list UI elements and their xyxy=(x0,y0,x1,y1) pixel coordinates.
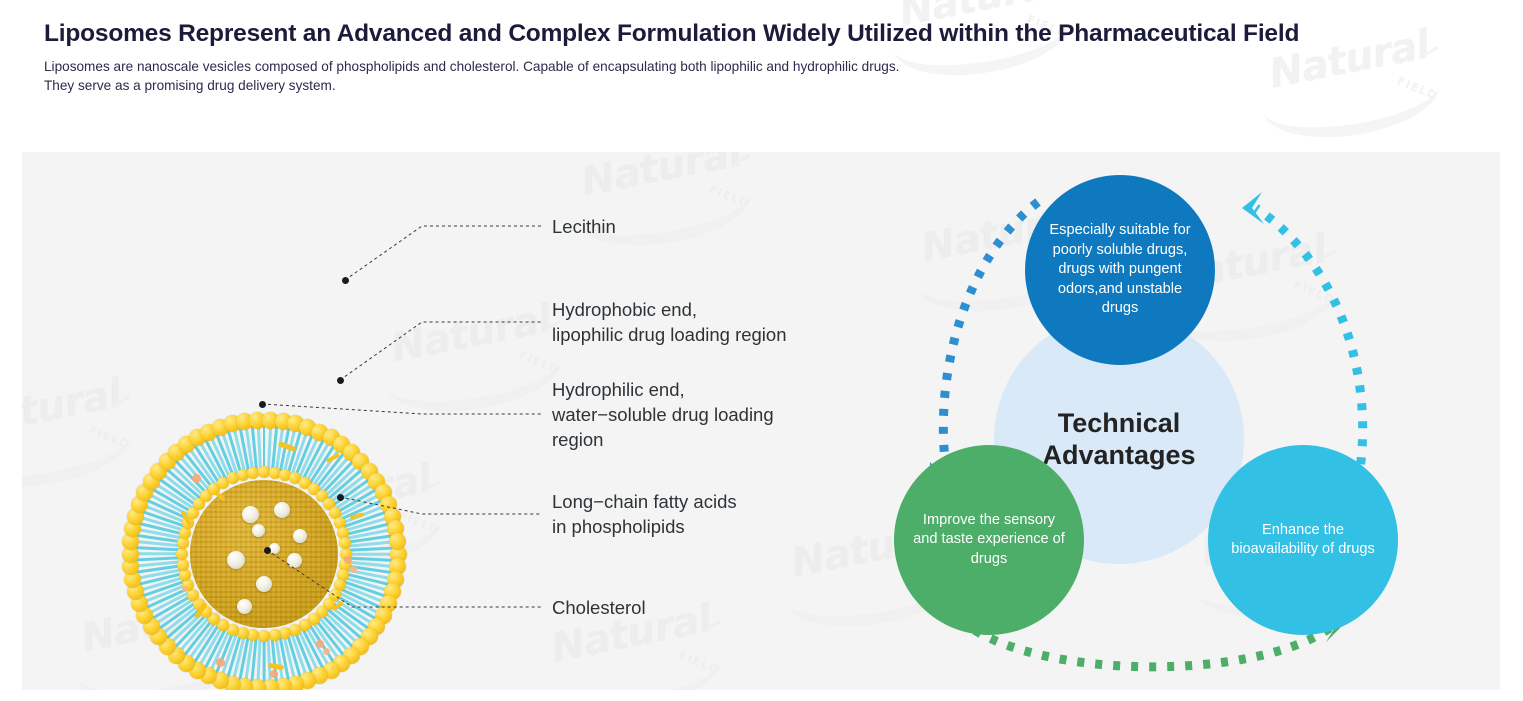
venn-center-label: Technical Advantages xyxy=(1042,408,1196,470)
phospholipid-head xyxy=(249,411,267,429)
phospholipid-head xyxy=(247,629,260,642)
phospholipid-head xyxy=(388,532,406,550)
drug-molecule xyxy=(251,523,265,537)
anchor-hydrophilic xyxy=(258,400,266,408)
phospholipid-head xyxy=(279,468,292,481)
leader-line-cholesterol xyxy=(266,549,542,608)
leader-line-hydrophobic xyxy=(339,321,542,381)
anchor-cholesterol xyxy=(263,546,271,554)
label-hydrophilic-end: Hydrophilic end, water−soluble drug load… xyxy=(552,379,774,450)
phospholipid-head xyxy=(217,619,229,631)
page-subtitle-line-1: Liposomes are nanoscale vesicles compose… xyxy=(44,59,900,74)
phospholipid-head xyxy=(186,507,199,519)
membrane-inclusion xyxy=(316,640,324,648)
drug-molecule xyxy=(256,576,272,592)
phospholipid-head xyxy=(226,623,239,636)
label-cholesterol: Cholesterol xyxy=(552,597,646,618)
phospholipid-head xyxy=(176,537,189,550)
drug-molecule xyxy=(241,505,259,523)
liposome-aqueous-core xyxy=(190,480,338,628)
membrane-inclusion xyxy=(350,566,357,573)
phospholipid-head xyxy=(121,545,139,563)
phospholipid-head xyxy=(329,507,341,519)
phospholipid-head xyxy=(208,613,221,626)
phospholipid-head xyxy=(122,532,140,550)
drug-molecule xyxy=(236,598,252,614)
leader-line-lecithin xyxy=(344,225,542,281)
phospholipid-head xyxy=(279,627,292,640)
arrow-right-to-top xyxy=(1253,204,1368,483)
outer-phospholipid-heads xyxy=(118,408,410,690)
drug-molecule xyxy=(293,529,307,543)
membrane-inclusion xyxy=(323,648,330,655)
phospholipid-head xyxy=(333,516,346,529)
header-block: Liposomes Represent an Advanced and Comp… xyxy=(44,20,1494,95)
phospholipid-head xyxy=(337,526,350,539)
anchor-hydrophobic xyxy=(336,376,344,384)
leader-lines xyxy=(261,225,542,608)
technical-advantages-diagram: Technical Advantages Especially suitable… xyxy=(842,152,1482,690)
phospholipid-tail xyxy=(262,424,266,474)
leader-line-hydrophilic xyxy=(261,403,542,415)
phospholipid-head xyxy=(258,630,270,642)
phospholipid-head xyxy=(247,466,260,479)
page-subtitle-line-2: They serve as a promising drug delivery … xyxy=(44,78,336,93)
phospholipid-head xyxy=(176,548,188,560)
leader-line-fattyacids xyxy=(339,496,542,515)
anchor-lecithin xyxy=(341,276,349,284)
phospholipid-head xyxy=(268,629,281,642)
venn-circle-left: Improve the sensory and taste experience… xyxy=(894,445,1084,635)
membrane-inclusion xyxy=(216,658,225,667)
phospholipid-head xyxy=(178,526,191,539)
drug-molecule xyxy=(286,552,302,568)
phospholipid-head xyxy=(337,569,350,582)
membrane-inclusion xyxy=(192,474,201,483)
phospholipid-head xyxy=(249,679,267,690)
membrane-inclusion xyxy=(344,556,352,564)
phospholipid-head xyxy=(178,569,191,582)
phospholipid-head xyxy=(333,579,346,592)
drug-molecule xyxy=(227,551,245,569)
phospholipid-head xyxy=(176,558,189,571)
phospholipid-head xyxy=(226,472,239,485)
phospholipid-head xyxy=(236,678,254,690)
page-title: Liposomes Represent an Advanced and Comp… xyxy=(44,20,1300,47)
phospholipid-head xyxy=(299,619,311,631)
membrane-inclusion xyxy=(182,586,188,592)
phospholipid-head xyxy=(236,468,249,481)
phospholipid-head xyxy=(122,558,140,576)
phospholipid-head xyxy=(123,570,141,588)
anchor-fattyacids xyxy=(336,493,344,501)
phospholipid-head xyxy=(268,466,281,479)
phospholipid-head xyxy=(339,537,352,550)
phospholipid-head xyxy=(307,613,320,626)
phospholipid-head xyxy=(217,476,229,489)
venn-circle-top: Especially suitable for poorly soluble d… xyxy=(1025,175,1215,365)
phospholipid-head xyxy=(261,679,279,690)
phospholipid-head xyxy=(289,472,302,485)
label-long-chain-fatty-acids: Long−chain fatty acids in phospholipids xyxy=(552,491,737,537)
arrow-right-to-top-head xyxy=(1242,192,1264,224)
page-subtitle: Liposomes are nanoscale vesicles compose… xyxy=(44,57,1494,95)
phospholipid-head xyxy=(236,627,249,640)
label-lecithin: Lecithin xyxy=(552,216,616,237)
arrow-top-to-left xyxy=(938,198,1041,469)
drug-molecule xyxy=(268,542,280,554)
phospholipid-head xyxy=(289,623,302,636)
label-hydrophobic-end: Hydrophobic end, lipophilic drug loading… xyxy=(552,299,787,345)
drug-molecule xyxy=(274,502,290,518)
liposome-illustration xyxy=(118,408,410,690)
phospholipid-head xyxy=(258,466,270,478)
phospholipid-head xyxy=(274,678,292,690)
venn-circle-right: Enhance the bioavailability of drugs xyxy=(1208,445,1398,635)
membrane-inclusion xyxy=(270,670,278,678)
phospholipid-head xyxy=(186,589,199,601)
arrow-left-to-right xyxy=(957,616,1333,672)
